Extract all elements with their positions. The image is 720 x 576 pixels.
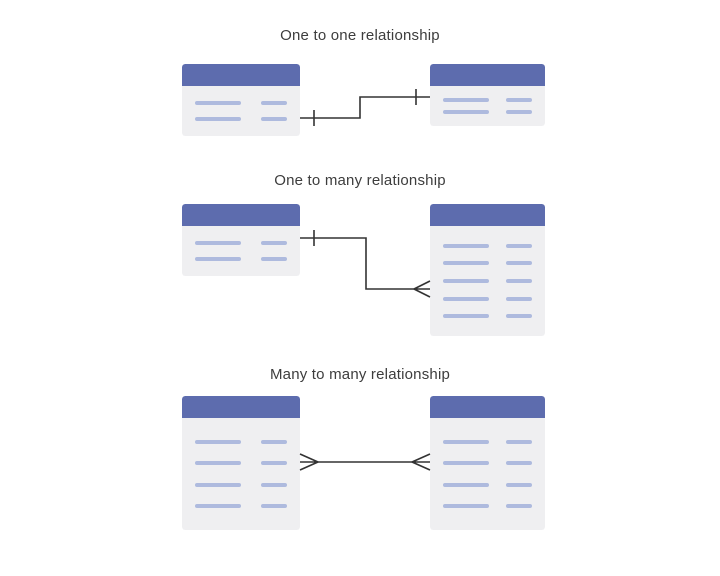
- table-body: [182, 226, 300, 276]
- table-row: [195, 256, 287, 261]
- table-row: [443, 296, 532, 301]
- cell-line: [195, 241, 241, 246]
- table-header: [430, 64, 545, 86]
- table-body: [430, 226, 545, 336]
- table-many-to-many-left: [182, 396, 300, 530]
- section-title-one-to-many: One to many relationship: [274, 172, 446, 189]
- connector-line: [300, 96, 430, 119]
- cell-line: [506, 461, 532, 466]
- cell-line: [506, 314, 532, 319]
- connector-line: [300, 237, 414, 290]
- cell-line: [261, 439, 287, 444]
- cell-line: [506, 296, 532, 301]
- table-body: [182, 86, 300, 136]
- table-header: [182, 204, 300, 226]
- section-title-one-to-one: One to one relationship: [280, 27, 440, 44]
- cell-line: [443, 296, 489, 301]
- table-row: [195, 461, 287, 466]
- table-row: [443, 439, 532, 444]
- cell-line: [261, 241, 287, 246]
- connector-one-to-many: [300, 230, 431, 298]
- cell-line: [195, 482, 241, 487]
- cell-line: [506, 98, 532, 102]
- cell-line: [261, 461, 287, 466]
- table-row: [195, 504, 287, 509]
- cell-line: [506, 504, 532, 509]
- cell-line: [506, 261, 532, 266]
- section-title-many-to-many: Many to many relationship: [269, 366, 451, 383]
- table-body: [182, 418, 300, 530]
- table-row: [443, 243, 532, 248]
- table-row: [195, 101, 287, 106]
- cell-line: [506, 439, 532, 444]
- cell-line: [261, 116, 287, 121]
- connector-many-to-many: [299, 453, 431, 471]
- table-body: [430, 418, 545, 530]
- cell-line: [506, 278, 532, 283]
- table-row: [195, 439, 287, 444]
- table-body: [430, 86, 545, 126]
- cell-line: [261, 101, 287, 106]
- cell-line: [195, 116, 241, 121]
- cell-line: [195, 101, 241, 106]
- cell-line: [443, 504, 489, 509]
- cell-line: [506, 110, 532, 114]
- cell-line: [506, 482, 532, 487]
- crowsfoot-icon: [413, 280, 431, 298]
- cell-line: [195, 461, 241, 466]
- cell-line: [195, 439, 241, 444]
- cell-line: [195, 504, 241, 509]
- cell-line: [261, 504, 287, 509]
- table-header: [182, 396, 300, 418]
- table-row: [443, 261, 532, 266]
- table-header: [430, 204, 545, 226]
- table-header: [182, 64, 300, 86]
- cell-line: [443, 261, 489, 266]
- cell-line: [443, 278, 489, 283]
- crowsfoot-icon: [299, 453, 319, 471]
- table-header: [430, 396, 545, 418]
- table-row: [443, 461, 532, 466]
- cell-line: [443, 439, 489, 444]
- cell-line: [443, 314, 489, 319]
- table-row: [195, 116, 287, 121]
- table-row: [195, 482, 287, 487]
- table-row: [443, 314, 532, 319]
- table-row: [443, 98, 532, 102]
- table-many-to-many-right: [430, 396, 545, 530]
- cell-line: [443, 461, 489, 466]
- table-one-to-one-right: [430, 64, 545, 126]
- crowsfoot-icon: [411, 453, 431, 471]
- cell-line: [195, 256, 241, 261]
- table-row: [443, 504, 532, 509]
- cell-line: [261, 256, 287, 261]
- cell-line: [443, 243, 489, 248]
- cell-line: [506, 243, 532, 248]
- table-row: [443, 482, 532, 487]
- connector-one-to-one: [300, 89, 430, 126]
- table-row: [443, 278, 532, 283]
- cell-line: [443, 110, 489, 114]
- table-row: [443, 110, 532, 114]
- table-one-to-many-right: [430, 204, 545, 336]
- cell-line: [261, 482, 287, 487]
- cell-line: [443, 98, 489, 102]
- table-one-to-many-left: [182, 204, 300, 276]
- cell-line: [443, 482, 489, 487]
- table-one-to-one-left: [182, 64, 300, 136]
- table-row: [195, 241, 287, 246]
